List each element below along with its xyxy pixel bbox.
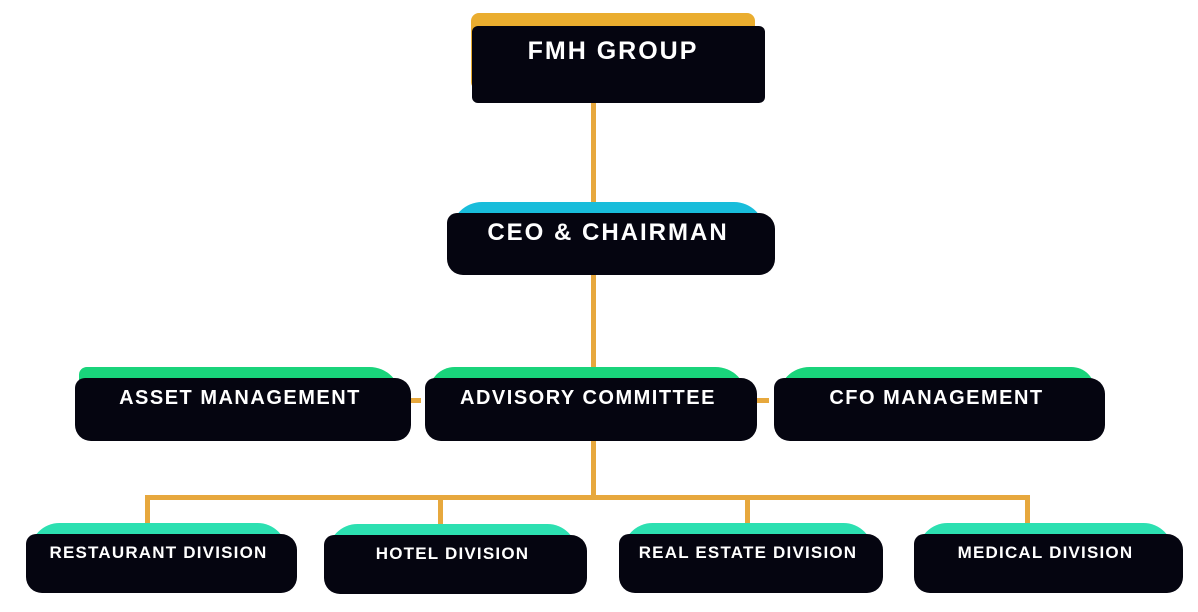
org-node-cfo-management-label: CFO MANAGEMENT <box>829 387 1044 409</box>
org-node-restaurant-division-label: RESTAURANT DIVISION <box>49 542 268 562</box>
org-node-asset-management-label: ASSET MANAGEMENT <box>119 387 361 409</box>
org-node-ceo-chairman-label: CEO & CHAIRMAN <box>487 219 729 246</box>
connector-advisory-to-divisions <box>591 438 596 498</box>
org-node-hotel-division: HOTEL DIVISION <box>324 524 587 594</box>
connector-stub-medical <box>1025 498 1030 525</box>
org-node-medical-division-label: MEDICAL DIVISION <box>957 542 1134 562</box>
connector-stub-hotel <box>438 498 443 527</box>
org-node-cfo-management: CFO MANAGEMENT <box>774 367 1105 441</box>
connector-stub-real-estate <box>745 498 750 525</box>
org-node-fmh-group-label: FMH GROUP <box>527 37 699 65</box>
org-node-restaurant-division: RESTAURANT DIVISION <box>26 523 297 593</box>
org-node-asset-management: ASSET MANAGEMENT <box>75 367 411 441</box>
connector-root-to-executive <box>591 97 596 205</box>
connector-stub-restaurant <box>145 498 150 525</box>
org-node-hotel-division-label: HOTEL DIVISION <box>375 543 530 563</box>
org-node-real-estate-division-label: REAL ESTATE DIVISION <box>638 542 858 562</box>
org-node-real-estate-division: REAL ESTATE DIVISION <box>619 523 883 593</box>
org-node-advisory-committee-label: ADVISORY COMMITTEE <box>460 387 716 409</box>
connector-executive-to-advisory <box>591 272 596 370</box>
org-node-ceo-chairman: CEO & CHAIRMAN <box>447 202 775 275</box>
connector-advisory-to-cfo-dash <box>755 398 769 403</box>
connector-divisions-horizontal-bar <box>145 495 1030 500</box>
org-node-medical-division: MEDICAL DIVISION <box>914 523 1183 593</box>
org-node-fmh-group: FMH GROUP <box>471 13 765 103</box>
connector-asset-to-advisory-dash <box>408 398 421 403</box>
org-node-advisory-committee: ADVISORY COMMITTEE <box>425 367 757 441</box>
